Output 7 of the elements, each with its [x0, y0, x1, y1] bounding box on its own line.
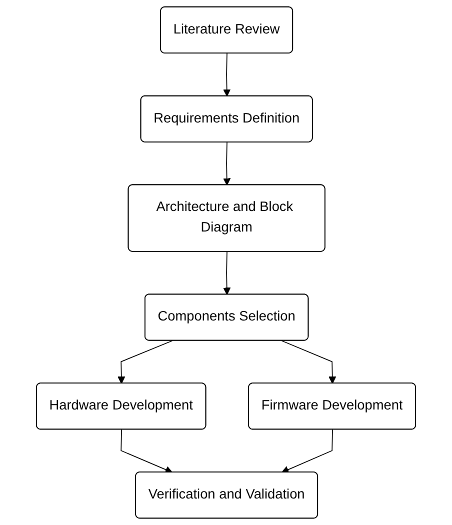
arrow	[223, 53, 231, 97]
arrow	[118, 340, 173, 384]
arrow	[120, 429, 173, 474]
arrow	[281, 429, 333, 474]
arrow	[223, 251, 231, 295]
arrow	[281, 340, 336, 384]
arrow	[223, 142, 231, 186]
